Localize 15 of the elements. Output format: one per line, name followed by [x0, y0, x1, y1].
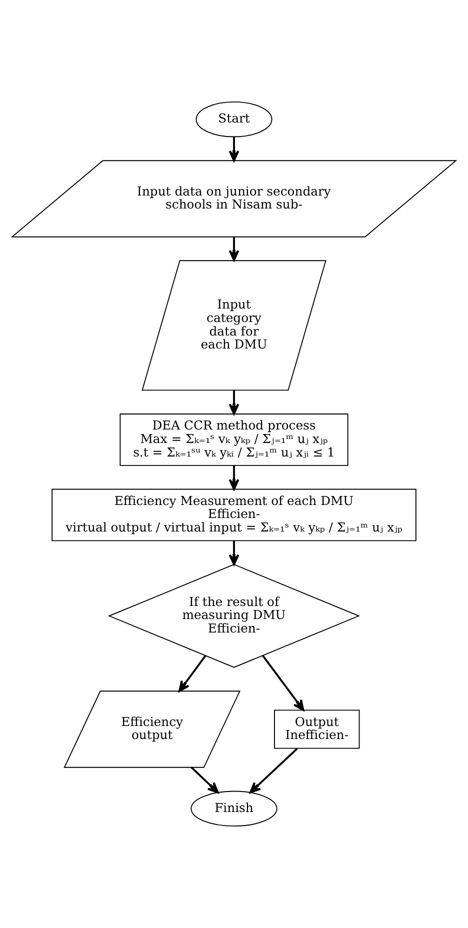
arrow	[228, 137, 240, 162]
node-ellipse: Start	[196, 101, 272, 138]
arrow	[249, 748, 298, 794]
arrow	[262, 654, 304, 711]
arrow	[190, 766, 219, 794]
node-box: Efficiency Measurement of each DMU Efficien- virtual output / virtual input = Σₖ₌₁ˢ vₖ yₖₚ / Σⱼ₌₁ᵐ uⱼ xⱼₚ	[52, 488, 416, 542]
node-diamond: If the result of measuring DMU Efficien-	[108, 564, 360, 668]
arrow	[228, 390, 240, 415]
node-box: DEA CCR method process Max = Σₖ₌₁ˢ vₖ yₖₚ / Σⱼ₌₁ᵐ uⱼ xⱼₚ s.t = Σₖ₌₁ˢᵘ vₖ yₖᵢ / Σⱼ₌₁ᵐ uⱼ xⱼᵢ ≤ 1	[120, 414, 348, 466]
arrow	[228, 237, 240, 262]
node-box: Output Inefficien-	[274, 710, 360, 749]
arrow	[178, 655, 206, 692]
arrow	[228, 466, 240, 490]
node-ellipse: Finish	[190, 790, 278, 827]
arrow	[228, 540, 240, 566]
